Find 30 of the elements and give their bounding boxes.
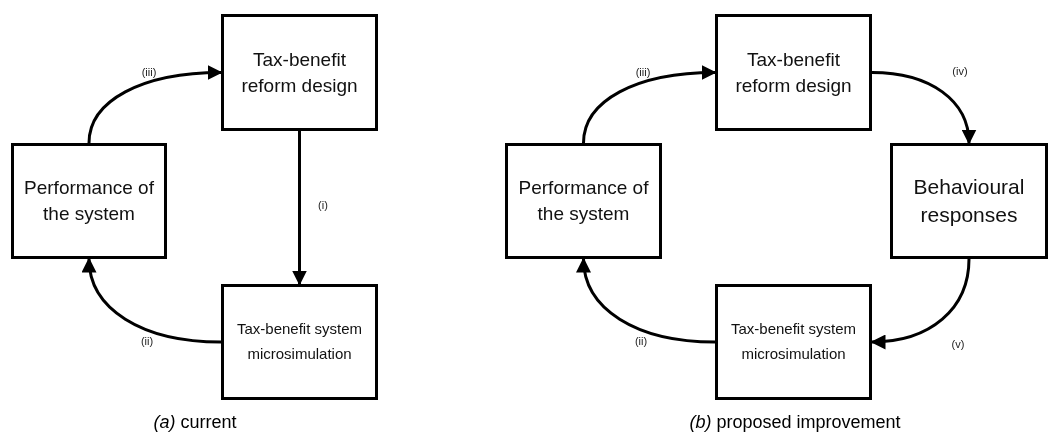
- edge-label: (ii): [139, 335, 155, 347]
- box-label: Tax-benefit reform design: [240, 47, 359, 98]
- process-box: [221, 284, 378, 400]
- process-box: [715, 14, 872, 131]
- arrow: [870, 258, 971, 349]
- process-box: [890, 143, 1048, 259]
- box-label: Tax-benefit system microsimulation: [729, 319, 857, 364]
- edge-label: (ii): [633, 335, 649, 347]
- arrow: [292, 131, 307, 286]
- edge-label: (iv): [951, 65, 969, 77]
- box-label: Tax-benefit reform design: [734, 47, 853, 98]
- arrow: [871, 71, 976, 145]
- edge-label: (iii): [634, 66, 652, 78]
- edge-label: (i): [317, 199, 329, 211]
- edge-label: (v): [950, 338, 966, 350]
- edge-label: (iii): [140, 66, 158, 78]
- box-label: Performance of the system: [23, 176, 155, 226]
- box-label: Tax-benefit system microsimulation: [235, 319, 363, 364]
- panel-caption: (b) proposed improvement: [689, 412, 901, 434]
- process-box: [715, 284, 872, 400]
- arrow: [577, 257, 716, 344]
- arrow: [82, 257, 222, 344]
- process-box: [221, 14, 378, 131]
- arrow: [87, 65, 223, 144]
- box-label: Performance of the system: [517, 176, 650, 226]
- arrow: [582, 65, 717, 144]
- panel-caption: (a) current: [153, 412, 237, 434]
- process-box: [505, 143, 662, 259]
- process-box: [11, 143, 167, 259]
- box-label: Behavioural responses: [912, 173, 1026, 228]
